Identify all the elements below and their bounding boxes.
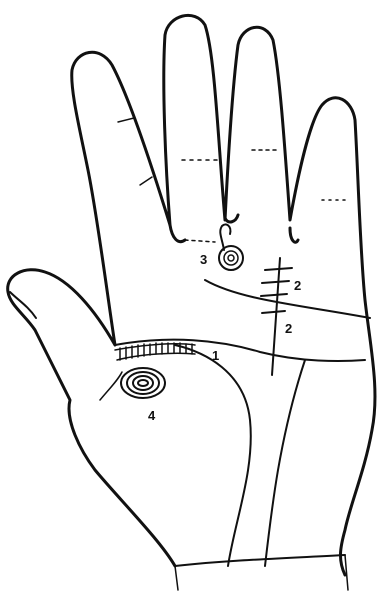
- wrist-line: [175, 555, 345, 566]
- heart-line: [205, 280, 370, 318]
- crossbar-1: [265, 268, 292, 270]
- label-4: 4: [148, 408, 156, 423]
- spiral-mark-4: [121, 368, 165, 398]
- head-line: [115, 340, 365, 361]
- spiral-mark-3: [219, 224, 243, 270]
- label-2-upper: 2: [294, 278, 301, 293]
- hand-outline: [8, 15, 375, 575]
- crossbar-4: [262, 311, 285, 313]
- crossbar-2: [262, 281, 289, 283]
- palm-top-dashed: [185, 240, 215, 242]
- index-crease-2: [140, 177, 152, 185]
- crossbar-3: [261, 294, 287, 296]
- thumb-inner-curve: [100, 372, 122, 400]
- life-line: [175, 345, 251, 566]
- gap-index-middle: [170, 225, 185, 242]
- vertical-mark-line: [272, 258, 280, 375]
- hatched-area: [115, 343, 195, 360]
- fate-line: [265, 360, 305, 566]
- index-crease-1: [118, 118, 134, 122]
- gap-ring-little: [290, 228, 298, 242]
- label-1: 1: [212, 348, 219, 363]
- label-3: 3: [200, 252, 207, 267]
- wrist-cuff-left: [175, 566, 178, 590]
- gap-middle-ring: [225, 215, 238, 222]
- label-2-lower: 2: [285, 321, 292, 336]
